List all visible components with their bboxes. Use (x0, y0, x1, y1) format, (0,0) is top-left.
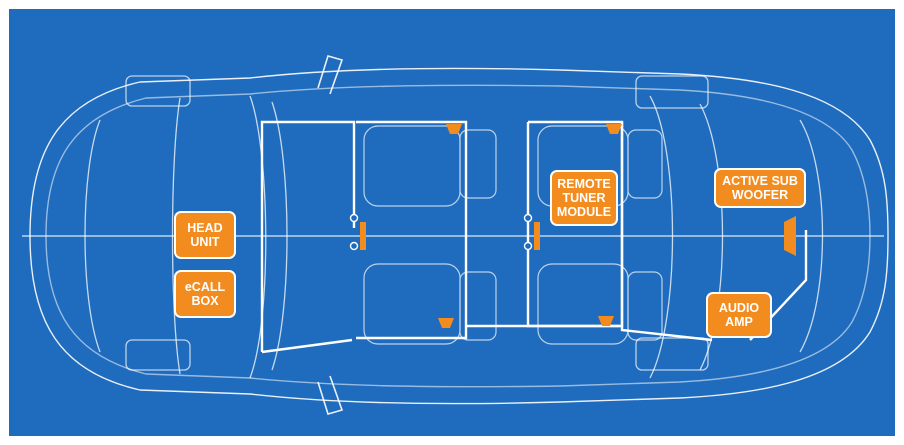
speaker-front-right (438, 318, 454, 328)
speaker-center-front (360, 222, 366, 250)
head-unit-label: HEAD UNIT (174, 211, 236, 259)
speaker-front-left (446, 124, 462, 134)
connectors (351, 215, 532, 250)
side-mirrors (318, 56, 342, 414)
subwoofer-speaker (784, 216, 796, 256)
speaker-center-rear (534, 222, 540, 250)
front-seats (364, 126, 496, 344)
speaker-rear-right (598, 316, 614, 326)
audio-amp-label: AUDIO AMP (706, 292, 772, 338)
speaker-rear-left (606, 124, 622, 134)
rear-seats (538, 126, 662, 344)
ecall-box-label: eCALL BOX (174, 270, 236, 318)
remote-tuner-module-label: REMOTE TUNER MODULE (550, 170, 618, 226)
active-sub-woofer-label: ACTIVE SUB WOOFER (714, 168, 806, 208)
